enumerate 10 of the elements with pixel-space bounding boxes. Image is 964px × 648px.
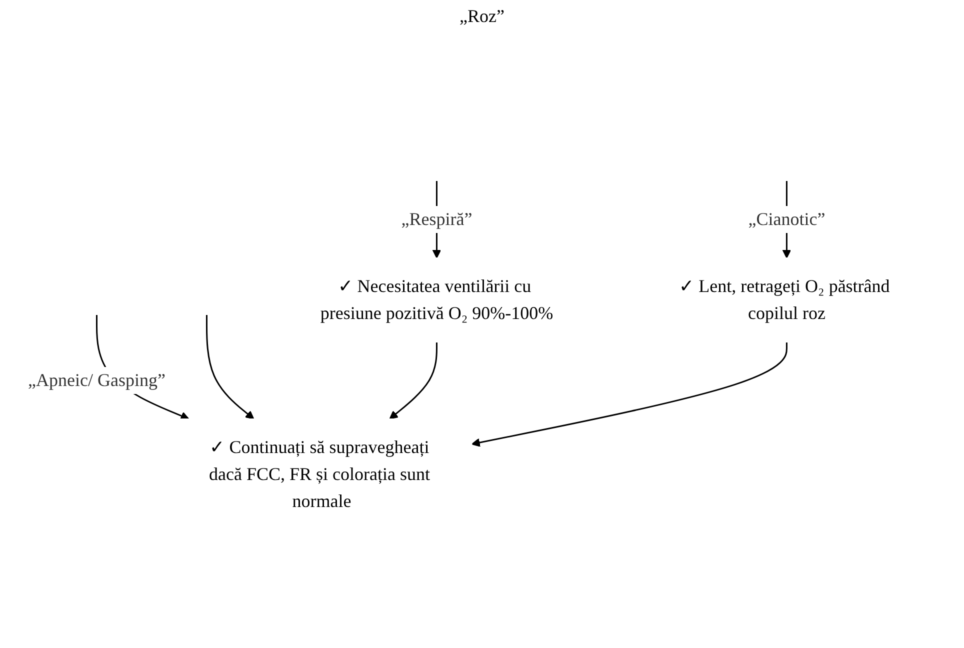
node-text: ✓ Continuați să supravegheați dacă FCC, FR și colorația sunt normale — [208, 436, 430, 511]
node-text: ✓ Lent, retrageți O₂ păstrând copilul roz — [678, 276, 890, 323]
node-text: ✓ Necesitatea ventilării cu presiune pozitivă O₂ 90%-100% — [320, 276, 553, 323]
arrow — [206, 315, 254, 420]
edge-label: „Apneic/ Gasping” — [28, 370, 166, 390]
arrow — [388, 342, 438, 420]
edge-label: „Cianotic” — [748, 208, 825, 229]
edge-label: „Respiră” — [400, 208, 472, 229]
branch-label: „Roz” — [460, 6, 504, 27]
arrow — [470, 342, 788, 447]
